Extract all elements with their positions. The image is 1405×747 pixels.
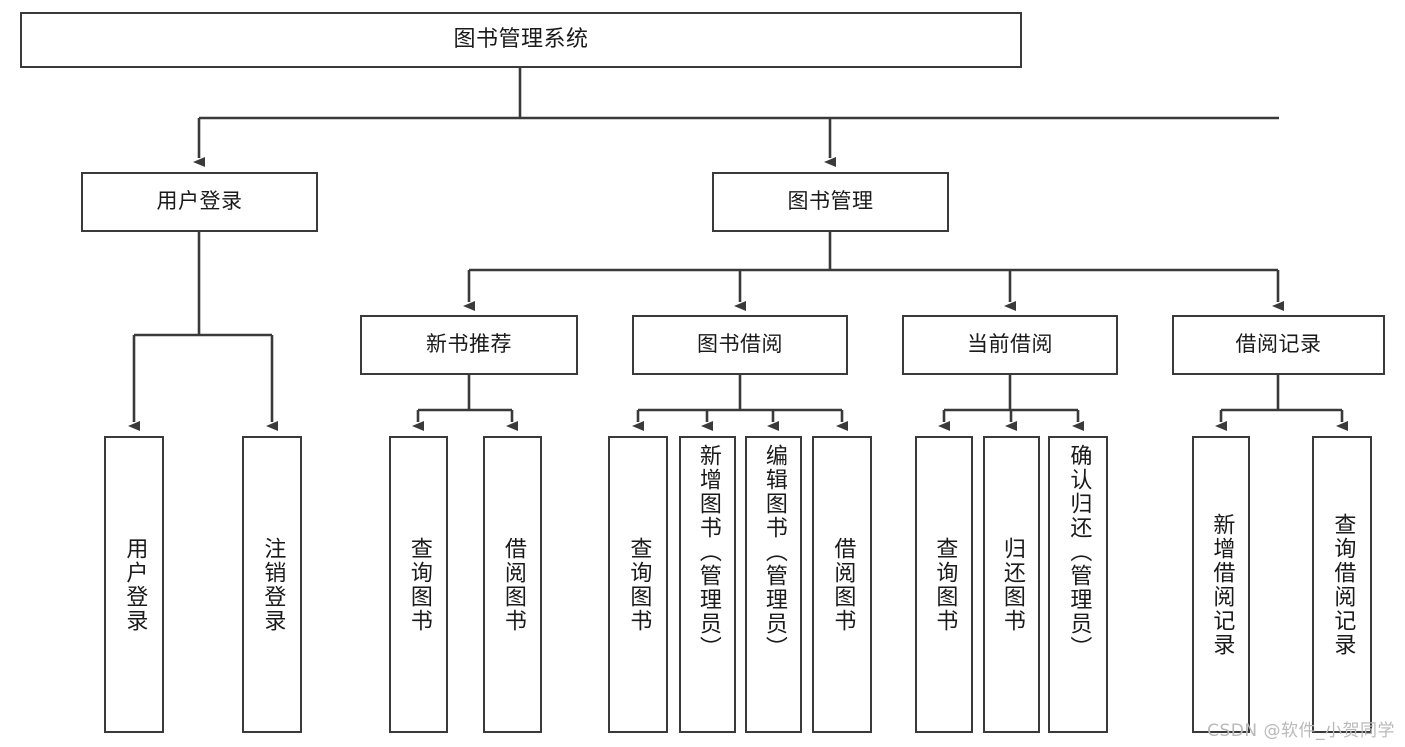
leaf-current-query-book[interactable]: 查询图书: [915, 436, 973, 733]
leaf-borrow-add-book-admin[interactable]: 新增图书（管理员）: [679, 436, 736, 733]
node-new-book-recommend[interactable]: 新书推荐: [360, 315, 578, 375]
leaf-borrow-borrow-book[interactable]: 借阅图书: [812, 436, 872, 733]
leaf-recommend-query-book-label: 查询图书: [406, 536, 432, 633]
node-root-system-label: 图书管理系统: [453, 26, 589, 52]
node-borrow-record-label: 借阅记录: [1235, 332, 1322, 357]
leaf-borrow-edit-book-admin-label: 编辑图书（管理员）: [761, 444, 787, 660]
node-new-book-recommend-label: 新书推荐: [426, 332, 512, 357]
node-user-login[interactable]: 用户登录: [81, 172, 318, 232]
node-root-system[interactable]: 图书管理系统: [20, 12, 1022, 68]
leaf-current-confirm-return-admin[interactable]: 确认归还（管理员）: [1048, 436, 1108, 733]
leaf-current-return-book[interactable]: 归还图书: [983, 436, 1040, 733]
node-current-borrow[interactable]: 当前借阅: [902, 315, 1118, 375]
node-book-borrow-label: 图书借阅: [697, 332, 783, 357]
leaf-record-query-record[interactable]: 查询借阅记录: [1312, 436, 1372, 733]
leaf-current-return-book-label: 归还图书: [999, 536, 1025, 633]
watermark-text: CSDN @软件_小贺同学: [1207, 721, 1395, 741]
leaf-user-login-logout[interactable]: 注销登录: [242, 436, 302, 733]
leaf-user-login-logout-label: 注销登录: [260, 536, 286, 633]
leaf-record-add-record-label: 新增借阅记录: [1209, 512, 1235, 657]
node-book-management[interactable]: 图书管理: [712, 172, 949, 232]
leaf-borrow-edit-book-admin[interactable]: 编辑图书（管理员）: [745, 436, 802, 733]
leaf-borrow-query-book[interactable]: 查询图书: [608, 436, 668, 733]
node-borrow-record[interactable]: 借阅记录: [1172, 315, 1385, 375]
leaf-recommend-query-book[interactable]: 查询图书: [389, 436, 448, 733]
node-current-borrow-label: 当前借阅: [967, 332, 1053, 357]
node-book-borrow[interactable]: 图书借阅: [632, 315, 848, 375]
node-user-login-label: 用户登录: [156, 189, 243, 214]
leaf-user-login-login-label: 用户登录: [122, 536, 148, 633]
node-book-management-label: 图书管理: [787, 189, 874, 214]
leaf-recommend-borrow-book[interactable]: 借阅图书: [483, 436, 542, 733]
leaf-user-login-login[interactable]: 用户登录: [104, 436, 164, 733]
leaf-borrow-add-book-admin-label: 新增图书（管理员）: [695, 444, 721, 660]
leaf-borrow-query-book-label: 查询图书: [626, 536, 652, 633]
leaf-borrow-borrow-book-label: 借阅图书: [830, 536, 856, 633]
leaf-recommend-borrow-book-label: 借阅图书: [500, 536, 526, 633]
leaf-record-query-record-label: 查询借阅记录: [1330, 512, 1356, 657]
leaf-record-add-record[interactable]: 新增借阅记录: [1192, 436, 1250, 733]
leaf-current-query-book-label: 查询图书: [932, 536, 958, 633]
leaf-current-confirm-return-admin-label: 确认归还（管理员）: [1066, 444, 1092, 660]
